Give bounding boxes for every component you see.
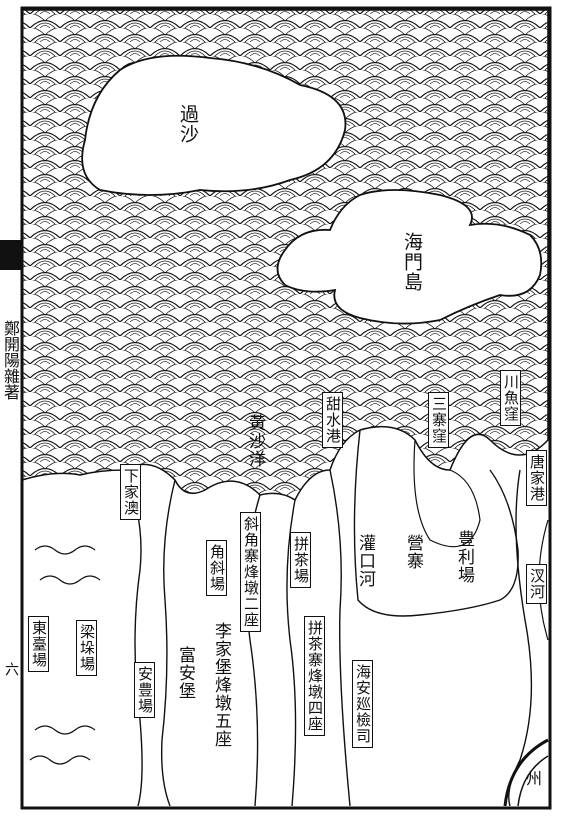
island-guosha <box>81 54 347 196</box>
place-label: 梁垛場 <box>76 620 97 676</box>
place-label: 拼茶寨烽墩四座 <box>304 616 325 736</box>
island-label: 海門島 <box>401 232 423 292</box>
place-label: 斜角寨烽墩二座 <box>240 512 261 632</box>
wave-mark <box>34 545 96 555</box>
place-label: 東臺場 <box>28 616 49 672</box>
place-label: 唐家港 <box>526 450 547 506</box>
city-wall <box>503 738 549 807</box>
river-line <box>124 469 143 807</box>
place-label: 灌口河 <box>355 534 375 588</box>
wave-mark <box>39 575 101 585</box>
island-label: 過沙 <box>177 104 199 144</box>
river-line <box>286 499 297 807</box>
city-wall <box>517 755 549 807</box>
place-label: 汊河 <box>526 564 547 604</box>
place-label: 海安廵檢司 <box>352 660 373 748</box>
wave-mark <box>34 725 96 735</box>
margin-text: 鄭開陽雜著 <box>1 320 20 400</box>
margin-bar <box>0 240 22 270</box>
page-number: 六 <box>3 662 19 676</box>
island-haimen <box>276 189 543 325</box>
place-label: 營寨 <box>403 534 423 570</box>
place-label: 豊利場 <box>454 530 474 584</box>
place-label: 三寨窪 <box>428 392 449 448</box>
place-label: 下家澳 <box>120 464 141 520</box>
place-label: 州 <box>523 770 542 787</box>
river-line <box>329 469 351 807</box>
place-label: 安豊場 <box>134 662 155 718</box>
place-label: 李家堡烽墩五座 <box>211 622 231 748</box>
wave-mark <box>29 755 91 765</box>
river-line <box>161 479 176 807</box>
river-line <box>413 439 481 548</box>
place-label: 角斜場 <box>206 540 227 596</box>
place-label: 富安堡 <box>175 646 195 700</box>
place-label: 拼茶場 <box>290 532 311 588</box>
place-label: 川魚窪 <box>500 370 521 426</box>
place-label: 黃沙洋 <box>245 414 265 468</box>
map-frame <box>20 6 552 810</box>
place-label: 甜水港 <box>322 392 343 448</box>
